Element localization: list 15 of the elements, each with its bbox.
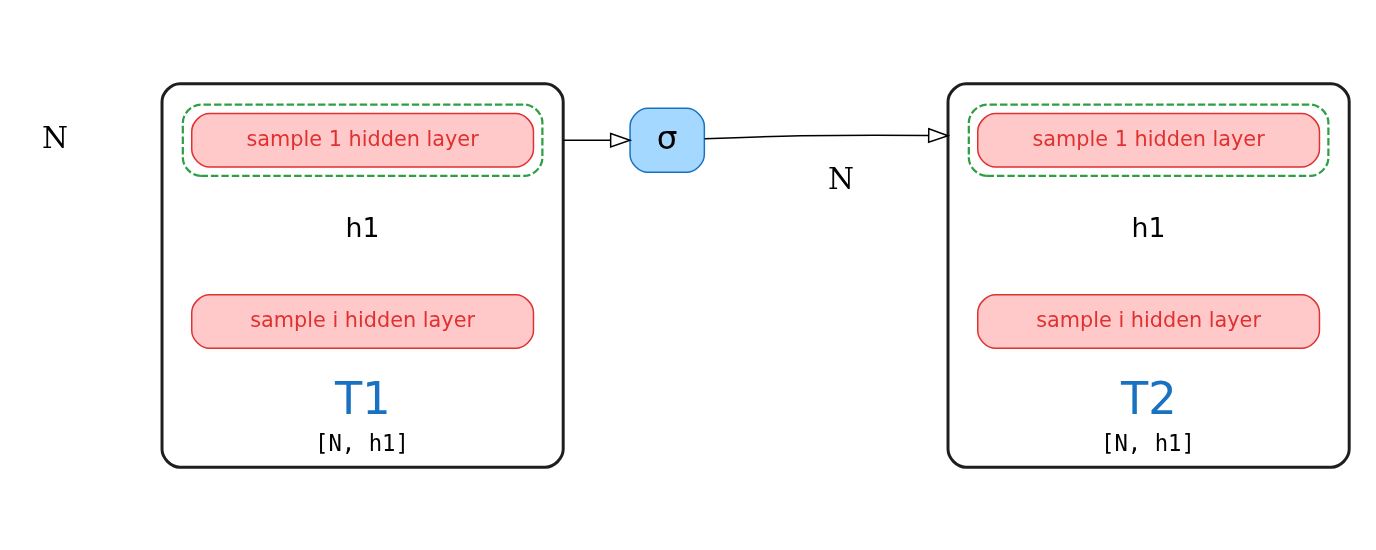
node-box: sample 1 hidden layer	[977, 112, 1321, 168]
cluster	[181, 103, 544, 177]
arrow	[562, 132, 633, 148]
node-label: [N, h1]	[1101, 429, 1195, 456]
cluster	[967, 103, 1330, 177]
node-box: σ	[629, 107, 706, 173]
node-label: N	[828, 160, 855, 196]
node-label: h1	[345, 211, 380, 243]
node-box: sample i hidden layer	[977, 293, 1321, 349]
node-box: sample 1 hidden layer	[191, 112, 535, 168]
node-label: [N, h1]	[315, 429, 409, 456]
arrow	[703, 127, 951, 143]
node-box: sample i hidden layer	[191, 293, 535, 349]
node-label: N	[42, 119, 69, 155]
node-label: h1	[1131, 211, 1166, 243]
